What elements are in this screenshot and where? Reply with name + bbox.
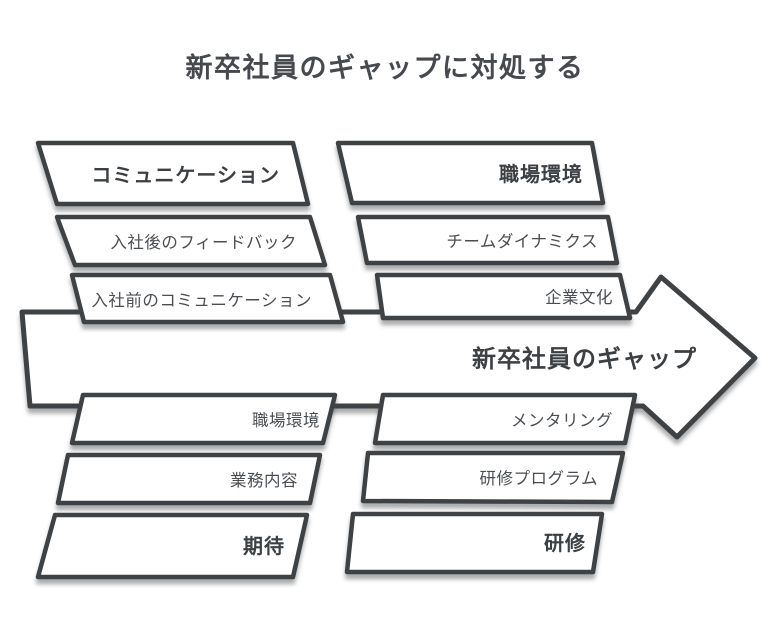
item-box-pre-join-communication: 入社前のコミュニケーション	[69, 272, 346, 325]
item-box-shape	[374, 272, 633, 321]
branch-bottom-left: 職場環境 業務内容 期待	[35, 392, 338, 580]
branch-top-left: コミュニケーション 入社後のフィードバック 入社前のコミュニケーション	[35, 140, 346, 325]
item-label: メンタリング	[511, 411, 613, 430]
item-box-training-program: 研修プログラム	[360, 450, 626, 505]
item-label: 職場環境	[252, 411, 320, 430]
item-label: チームダイナミクス	[446, 232, 598, 251]
item-box-workplace-environment-expectation: 職場環境	[69, 392, 338, 446]
item-box-shape	[54, 214, 328, 268]
category-box-shape	[335, 140, 606, 206]
item-label: 入社前のコミュニケーション	[91, 291, 312, 310]
item-label: 企業文化	[545, 288, 613, 307]
category-box-shape	[344, 511, 605, 575]
diagram-title: 新卒社員のギャップに対処する	[186, 52, 585, 84]
item-box-corporate-culture: 企業文化	[374, 272, 633, 321]
category-box-expectations: 期待	[35, 512, 310, 580]
item-box-shape	[55, 452, 323, 506]
category-box-workplace-environment: 職場環境	[335, 140, 606, 206]
category-box-training: 研修	[344, 511, 605, 575]
item-box-shape	[69, 272, 346, 325]
item-box-shape	[372, 392, 638, 446]
item-label: 業務内容	[230, 471, 298, 490]
category-label: コミュニケーション	[91, 163, 280, 187]
arrow-label: 新卒社員のギャップ	[472, 345, 697, 373]
item-box-shape	[355, 214, 620, 266]
item-box-job-content: 業務内容	[55, 452, 323, 506]
item-box-team-dynamics: チームダイナミクス	[355, 214, 620, 266]
item-label: 研修プログラム	[479, 469, 598, 488]
category-label: 職場環境	[499, 162, 583, 186]
category-box-shape	[35, 140, 311, 207]
category-box-shape	[35, 512, 310, 580]
branch-top-right: 職場環境 チームダイナミクス 企業文化	[335, 140, 633, 321]
category-box-communication: コミュニケーション	[35, 140, 311, 207]
item-label: 入社後のフィードバック	[110, 233, 297, 252]
branch-bottom-right: メンタリング 研修プログラム 研修	[344, 392, 638, 575]
item-box-shape	[69, 392, 338, 446]
item-box-post-join-feedback: 入社後のフィードバック	[54, 214, 328, 268]
category-label: 研修	[544, 531, 586, 555]
category-label: 期待	[243, 534, 285, 558]
item-box-shape	[360, 450, 626, 505]
item-box-mentoring: メンタリング	[372, 392, 638, 446]
